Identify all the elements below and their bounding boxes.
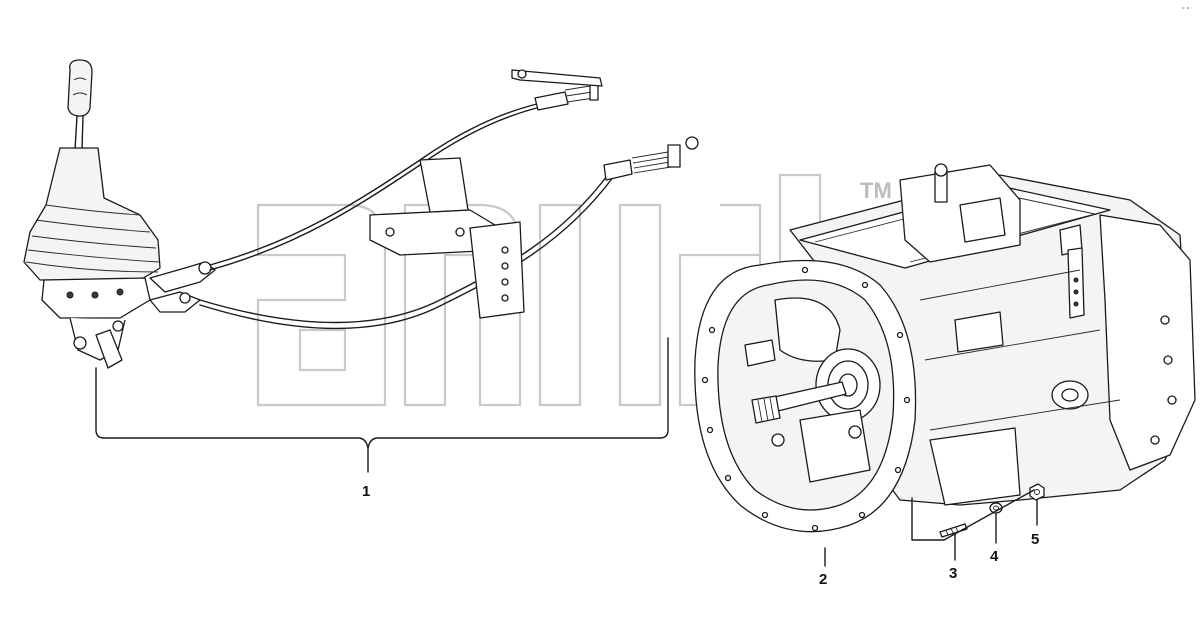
transmission-assembly [694, 163, 1196, 533]
parts-leader-line [911, 489, 1035, 541]
small-parts [911, 483, 1045, 541]
cable-end-bracket [511, 69, 603, 87]
trademark-symbol: TM [860, 178, 892, 203]
nut-part-5 [1029, 483, 1045, 501]
shift-cable-upper [209, 101, 546, 266]
gear-shift-assembly [23, 59, 699, 369]
corner-mark: ° ° [1182, 6, 1190, 14]
callout-1-bracket [95, 337, 669, 449]
rear-housing [1099, 214, 1196, 471]
shift-rod [74, 115, 84, 151]
callout-number-1: 1 [362, 483, 370, 500]
callout-number-2: 2 [819, 571, 827, 588]
shift-boot [23, 147, 161, 281]
callout-number-4: 4 [990, 548, 999, 565]
stud-part-3 [939, 523, 968, 538]
shift-lever-arm [1067, 247, 1085, 319]
shift-knob [67, 59, 93, 117]
shift-cable-lower [199, 171, 611, 324]
label-plate [954, 311, 1004, 353]
callout-number-5: 5 [1031, 531, 1039, 548]
callout-number-3: 3 [949, 565, 957, 582]
